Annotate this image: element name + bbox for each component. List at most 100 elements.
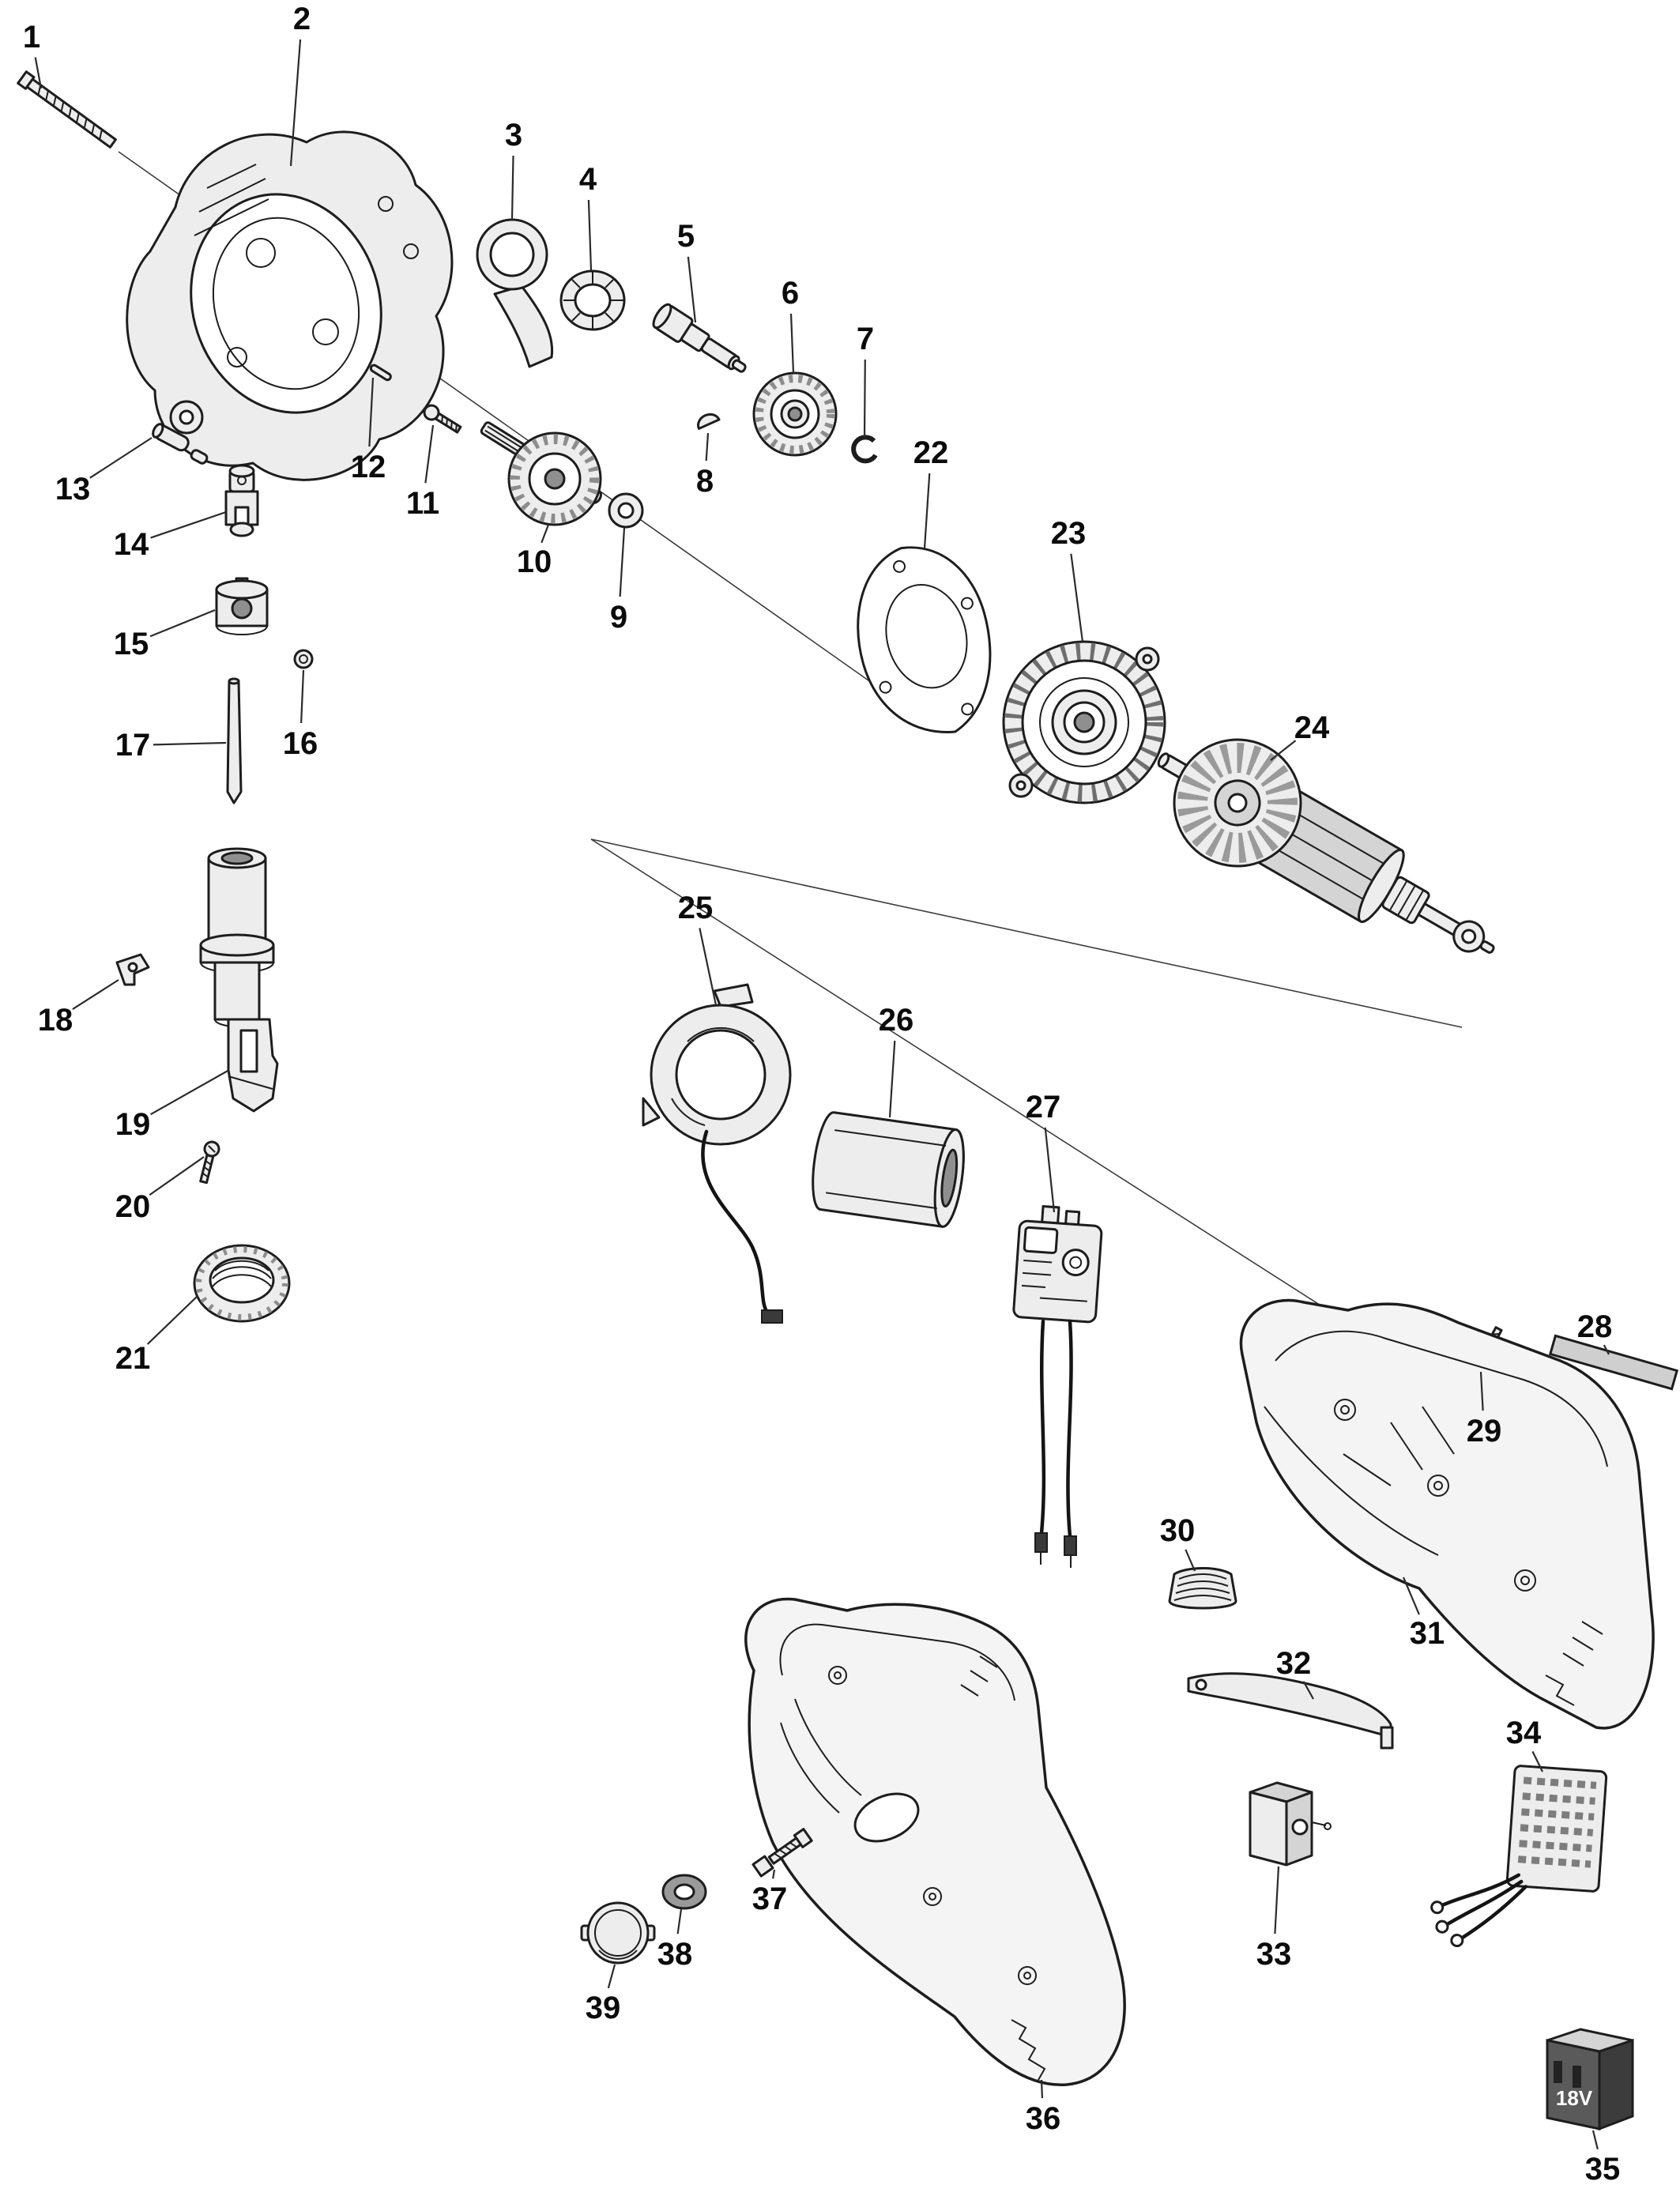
callout-label-9: 9 [610, 600, 627, 635]
part-36-housing-left [744, 1597, 1126, 2086]
callout-label-2: 2 [293, 2, 311, 36]
part-24-armature [1157, 738, 1495, 954]
part-16-set-screw [293, 649, 314, 669]
callout-leader-21 [146, 1295, 198, 1345]
callout-leader-39 [607, 1964, 616, 1989]
callout-label-16: 16 [283, 726, 318, 761]
callout-leader-30 [1185, 1549, 1196, 1572]
callout-label-21: 21 [115, 1341, 151, 1376]
callout-label-30: 30 [1160, 1513, 1196, 1548]
part-10-gear-shaft [480, 421, 602, 526]
callout-label-6: 6 [782, 276, 799, 311]
callout-label-11: 11 [406, 486, 439, 521]
callout-label-35: 35 [1585, 2152, 1621, 2187]
callout-label-37: 37 [752, 1882, 788, 1916]
callout-label-34: 34 [1506, 1716, 1542, 1750]
callout-label-22: 22 [913, 435, 949, 470]
callout-leader-32 [1302, 1681, 1314, 1700]
callout-label-36: 36 [1026, 2101, 1061, 2136]
part-18-clip [115, 953, 150, 986]
tool-holder-barrel [199, 847, 275, 1027]
callout-label-38: 38 [657, 1937, 693, 1972]
callout-label-3: 3 [505, 118, 522, 153]
part-13-pin [152, 423, 190, 452]
part-23-bearing-box [1002, 640, 1166, 804]
callout-label-13: 13 [55, 472, 91, 507]
callout-leader-20 [149, 1156, 205, 1196]
callout-leader-17 [153, 741, 227, 746]
callout-label-18: 18 [38, 1003, 73, 1038]
callout-leader-1 [34, 57, 43, 89]
battery-voltage-label: 18V [1556, 2086, 1593, 2110]
part-7-ring-clip [851, 435, 878, 464]
callout-leader-27 [1044, 1127, 1056, 1213]
callout-leader-16 [300, 669, 305, 724]
callout-leader-29 [1479, 1371, 1484, 1411]
callout-leader-31 [1402, 1577, 1420, 1615]
callout-leader-25 [699, 928, 718, 1006]
callout-label-23: 23 [1051, 516, 1087, 551]
part-26-stator [812, 1111, 965, 1228]
callout-leader-13 [89, 437, 153, 479]
callout-label-12: 12 [351, 450, 386, 484]
callout-leader-28 [1603, 1344, 1610, 1355]
part-1-screw [17, 70, 117, 149]
callout-label-32: 32 [1276, 1646, 1312, 1681]
part-31-housing-right [1239, 1298, 1655, 1730]
callout-leader-4 [587, 199, 593, 271]
part-5-spindle [652, 303, 747, 373]
callout-leader-12 [368, 377, 375, 447]
callout-leader-7 [863, 359, 866, 439]
callout-label-14: 14 [114, 527, 149, 562]
part-11-screw [423, 404, 462, 434]
callout-label-26: 26 [879, 1003, 914, 1038]
callout-label-24: 24 [1294, 710, 1330, 745]
part-4-needle-bearing [559, 269, 626, 331]
callout-label-31: 31 [1410, 1616, 1445, 1651]
part-9-washer [608, 492, 644, 529]
callout-label-1: 1 [23, 20, 40, 55]
callout-leader-22 [923, 473, 931, 549]
callout-leader-15 [149, 608, 216, 638]
part-20-screw [199, 1140, 220, 1185]
callout-leader-8 [705, 432, 710, 461]
callout-leader-34 [1531, 1750, 1543, 1772]
part-39-cap [580, 1901, 656, 1965]
callout-leader-14 [150, 510, 227, 539]
part-12-pin [369, 364, 392, 382]
part-37-screw-with-nut [751, 1828, 813, 1878]
callout-label-4: 4 [579, 162, 597, 197]
part-28-name-plate [1548, 1334, 1679, 1391]
part-19-blade-holder [227, 1018, 279, 1113]
callout-leader-3 [510, 155, 514, 220]
callout-label-15: 15 [114, 627, 149, 661]
callout-leader-35 [1591, 2130, 1599, 2150]
part-25-baffle-ring [642, 983, 792, 1324]
part-8-key [697, 412, 721, 430]
callout-layer: 1234567891011121314151617181920212223242… [23, 2, 1620, 2187]
part-3-bearing-retainer [476, 218, 554, 368]
part-21-ring-nut [193, 1244, 291, 1323]
callout-label-7: 7 [857, 322, 874, 356]
callout-leader-24 [1270, 740, 1297, 761]
part-6-gear [752, 371, 838, 457]
callout-leader-18 [72, 979, 119, 1010]
callout-label-27: 27 [1026, 1090, 1061, 1124]
part-35-terminal-block: 18V [1546, 2028, 1634, 2131]
callout-label-33: 33 [1256, 1937, 1292, 1972]
callout-leader-2 [289, 39, 302, 167]
callout-label-5: 5 [677, 219, 695, 254]
callout-leader-33 [1274, 1866, 1280, 1934]
part-15-crank-bearing [215, 577, 269, 635]
callout-leader-19 [150, 1069, 230, 1116]
callout-leader-26 [888, 1040, 896, 1118]
part-22-gasket [857, 546, 992, 733]
callout-leader-5 [687, 256, 697, 323]
part-32-lock-lever [1187, 1672, 1394, 1750]
callout-leader-9 [619, 527, 626, 597]
part-14-swivel-joint [224, 464, 259, 537]
callout-label-19: 19 [115, 1107, 151, 1142]
callout-leader-10 [541, 524, 550, 544]
callout-label-10: 10 [517, 544, 552, 579]
